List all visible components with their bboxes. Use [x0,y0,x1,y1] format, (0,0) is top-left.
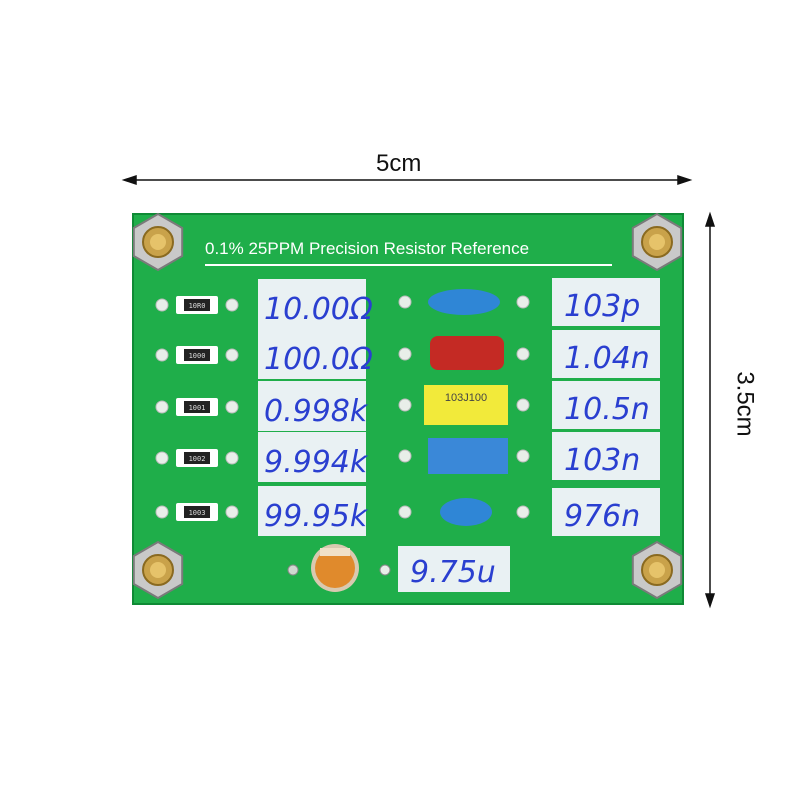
capacitor-row: 976n [398,488,660,536]
resistor-value-label [258,432,366,482]
capacitor-value-label [552,330,660,378]
mounting-nut [132,540,184,600]
resistor-value: 9.994k [264,445,369,480]
film-cap-marking: 103J100 [445,392,487,404]
smd-code: 1002 [189,455,206,463]
orange-capacitor [287,544,391,592]
width-dimension-label: 5cm [376,150,422,177]
resistor-row: 1000 100.0Ω [155,329,373,379]
resistor-row: 1001 0.998k [155,381,369,431]
resistor-value: 99.95k [264,499,369,534]
resistor-value: 100.0Ω [264,342,373,377]
mounting-nut [631,212,683,272]
resistor-value-label [258,486,366,536]
resistor-value-label [258,279,366,329]
smd-code: 1003 [189,509,206,517]
mounting-nut [132,212,184,272]
height-dimension-arrow [704,211,716,609]
capacitor-value: 976n [564,499,640,534]
capacitor-row: 103n [398,432,660,480]
capacitor-value: 10.5n [564,392,650,427]
capacitor-value-label [552,381,660,429]
capacitor-value: 103n [564,443,640,478]
capacitor-value-label [552,432,660,480]
capacitor-row: 103p [398,278,660,326]
width-dimension-arrow [121,174,693,186]
smd-code: 1000 [189,352,206,360]
board-title: 0.1% 25PPM Precision Resistor Reference [205,239,529,258]
resistor-value-label [258,329,366,379]
capacitor-row: 1.04n [398,330,660,378]
smd-code: 1001 [189,404,206,412]
capacitor-value-label [552,278,660,326]
resistor-row: 10R0 10.00Ω [155,279,373,329]
capacitor-value-label [552,488,660,536]
resistor-row: 1003 99.95k [155,486,369,536]
resistor-value: 10.00Ω [264,292,373,327]
resistor-row: 1002 9.994k [155,432,369,482]
extra-value-text: 9.75u [410,555,496,590]
capacitor-row: 103J100 10.5n [398,381,660,429]
mounting-nut [631,540,683,600]
resistor-value-label [258,381,366,431]
capacitor-value: 1.04n [564,341,650,376]
capacitor-value: 103p [564,289,640,324]
smd-code: 10R0 [189,302,206,310]
resistor-value: 0.998k [264,394,369,429]
extra-value-label [398,546,510,592]
